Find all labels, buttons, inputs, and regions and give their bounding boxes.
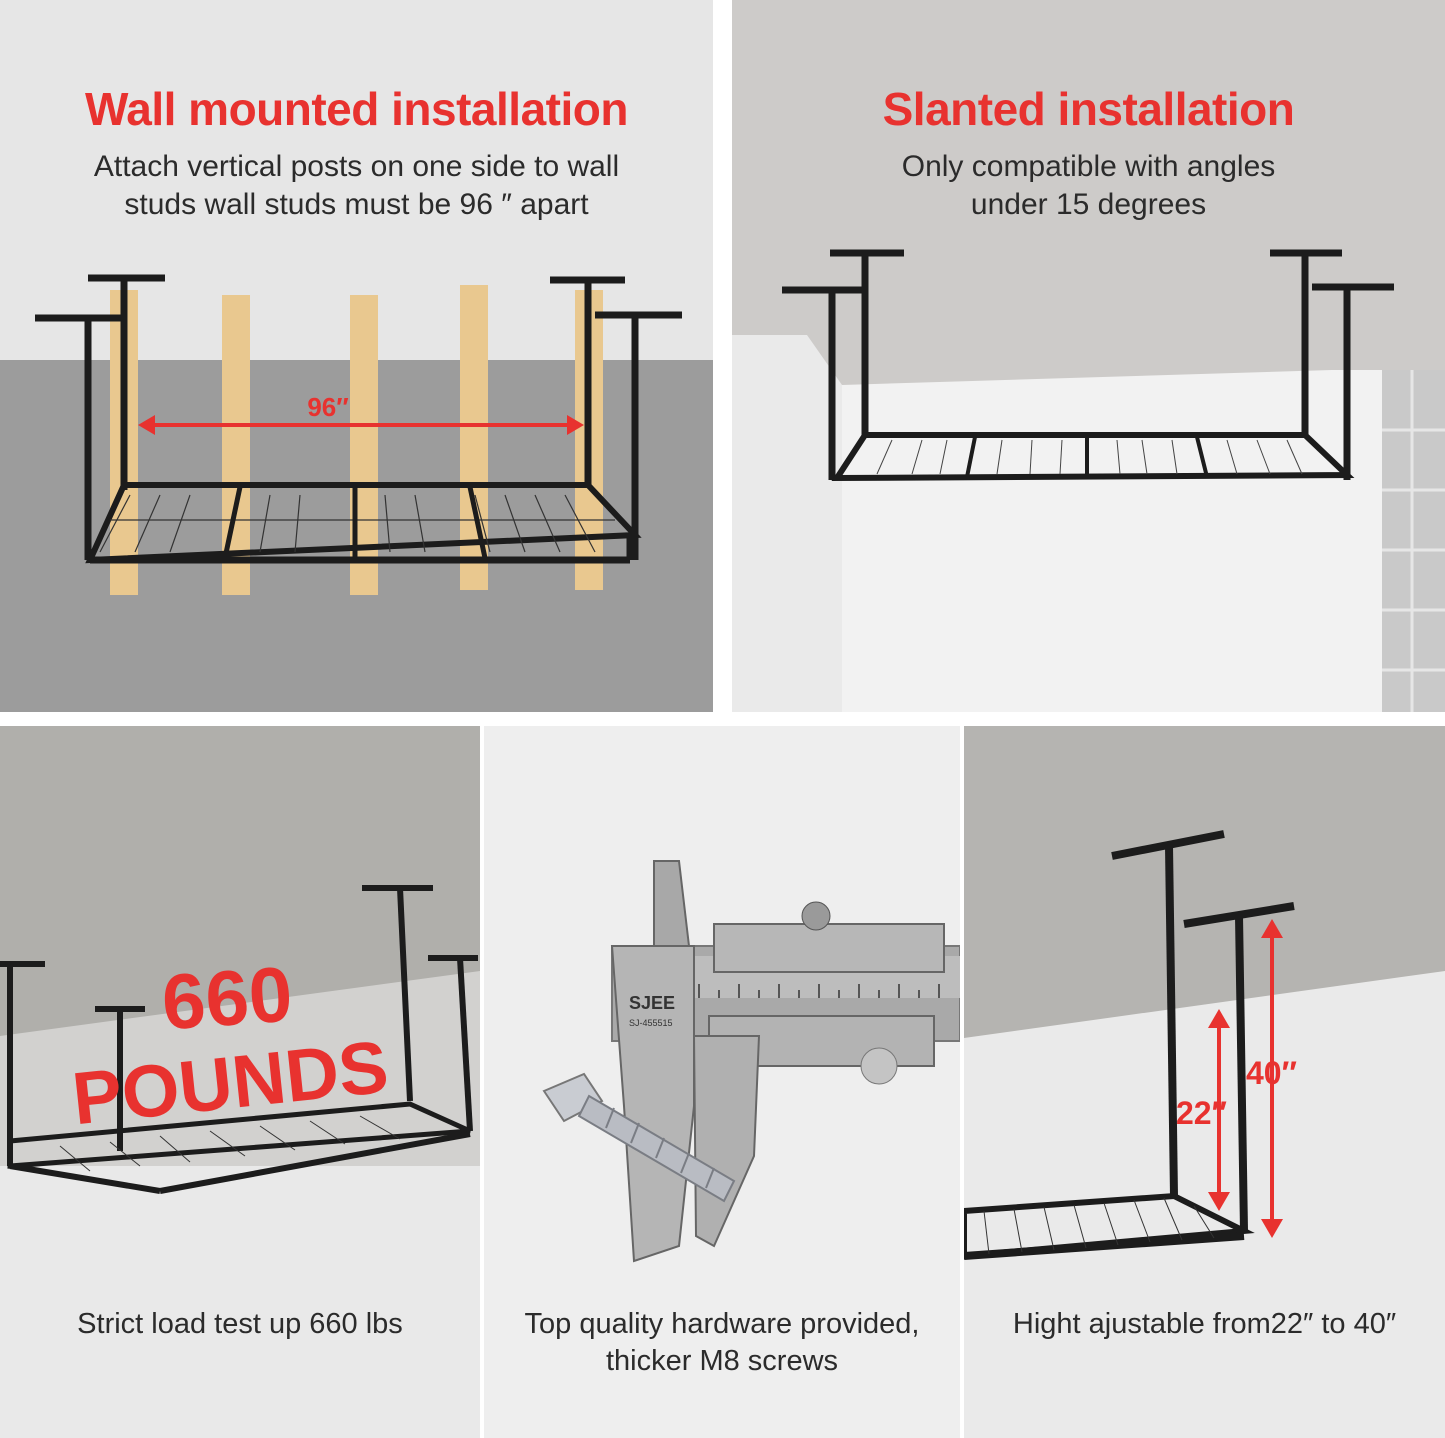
height-arrow-short <box>1208 1009 1230 1211</box>
overhead-rack <box>0 885 478 1194</box>
load-test-panel: 660 POUNDS Strict load test up 660 lbs <box>0 726 480 1438</box>
slanted-subtitle-line1: Only compatible with angles <box>901 150 1276 183</box>
caliper-illustration: SJEE SJ-455515 <box>542 860 960 1263</box>
ceiling-background <box>0 726 480 1036</box>
ceiling-background <box>732 0 1445 370</box>
caliper-slider <box>713 923 945 973</box>
hardware-caption-line2: thicker M8 screws <box>605 1345 839 1377</box>
slanted-panel: Slanted installation Only compatible wit… <box>732 0 1445 712</box>
wall-mount-illustration: 96″ <box>0 0 713 712</box>
caliper-thumb-wheel <box>860 1047 898 1085</box>
height-caption: Hight ajustable from22″ to 40″ <box>1012 1308 1397 1340</box>
rack-wire-grid <box>983 1197 1215 1255</box>
rack-dividers <box>965 436 1209 478</box>
load-overlay-number: 660 <box>159 949 296 1047</box>
dimension-label: 96″ <box>307 392 348 422</box>
slanted-subtitle-line2: under 15 degrees <box>970 188 1207 221</box>
load-caption: Strict load test up 660 lbs <box>77 1308 403 1340</box>
height-adjust-panel: 22″ 40″ Hight ajustable from22″ to 40″ <box>964 726 1445 1438</box>
wall-mounted-title: Wall mounted installation <box>85 83 628 135</box>
dimension-arrow <box>138 415 584 435</box>
left-wall <box>732 335 842 712</box>
height-label-short: 22″ <box>1176 1095 1227 1131</box>
screw-head <box>542 1072 604 1123</box>
overhead-rack <box>35 274 682 564</box>
caliper-moving-jaw <box>692 1035 761 1248</box>
rack-dividers <box>222 486 488 559</box>
wall-mounted-subtitle-line1: Attach vertical posts on one side to wal… <box>93 150 620 183</box>
load-rack-illustration <box>0 726 480 1438</box>
caliper-thumb-screw <box>801 901 831 931</box>
caliper-brand-mark: SJEE <box>629 993 675 1013</box>
caliper-upper-jaw <box>653 860 691 947</box>
rack-wire-grid <box>59 1115 401 1172</box>
ceiling-background <box>964 726 1445 1038</box>
height-label-tall: 40″ <box>1246 1055 1297 1091</box>
wall-mounted-panel: 96″ Wall mounted installation Attach ver… <box>0 0 713 712</box>
height-arrow-tall <box>1261 919 1283 1238</box>
overhead-rack <box>964 830 1295 1260</box>
wall-mounted-subtitle-line2: studs wall studs must be 96 ″ apart <box>124 188 589 221</box>
overhead-rack <box>782 249 1394 482</box>
hardware-caption-line1: Top quality hardware provided, <box>524 1308 920 1340</box>
height-rack-illustration: 22″ 40″ <box>964 726 1445 1438</box>
lower-wall <box>0 1166 480 1438</box>
caliper-fixed-jaw <box>610 945 695 1263</box>
screw-thread <box>577 1094 736 1203</box>
hardware-panel: SJEE SJ-455515 Top quality hardware prov… <box>484 726 960 1438</box>
caliper-model-mark: SJ-455515 <box>629 1018 673 1028</box>
back-wall <box>842 370 1382 712</box>
glass-block-grid <box>1382 370 1445 712</box>
slanted-title: Slanted installation <box>882 83 1295 135</box>
slanted-illustration <box>732 0 1445 712</box>
back-wall <box>964 971 1445 1438</box>
caliper-scale-ticks <box>698 984 940 998</box>
rack-wire-grid <box>876 439 1303 475</box>
